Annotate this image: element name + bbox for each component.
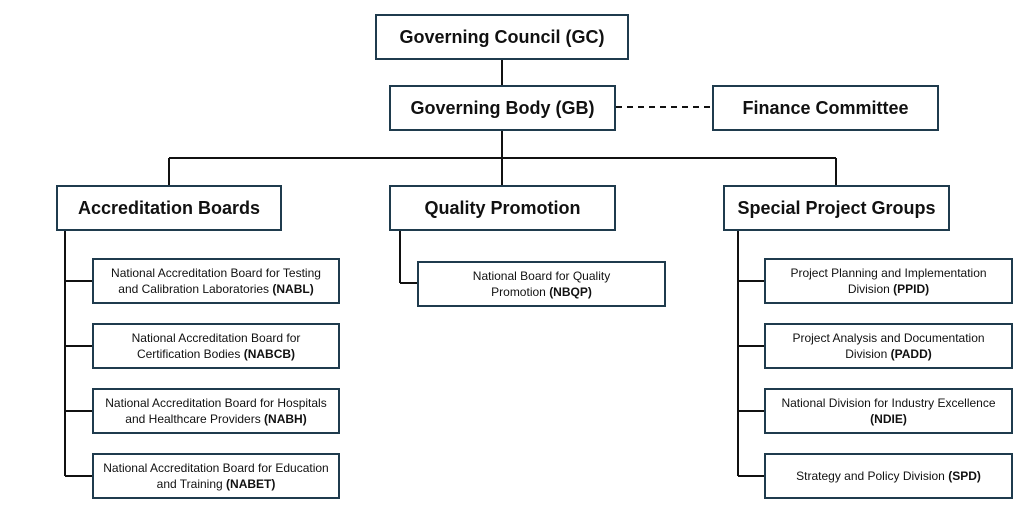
item-text: National Board for Quality Promotion <box>472 269 611 299</box>
item-abbr: (SPD) <box>948 469 981 483</box>
item-abbr: (NABL) <box>272 282 314 296</box>
item-abbr: (PADD) <box>890 347 932 361</box>
governing-council-label: Governing Council (GC) <box>399 26 605 47</box>
item-text: National Accreditation Board for Certifi… <box>131 331 301 361</box>
item-abbr: (NDIE) <box>870 412 907 426</box>
accreditation-boards-label: Accreditation Boards <box>77 197 261 218</box>
item-text: Project Planning and Implementation Divi… <box>790 266 987 296</box>
accreditation-item-nabl: National Accreditation Board for Testing… <box>92 258 340 304</box>
item-text: National Division for Industry Excellenc… <box>781 396 996 410</box>
special-item-spd: Strategy and Policy Division (SPD) <box>764 453 1013 499</box>
finance-committee-label: Finance Committee <box>742 97 909 118</box>
accreditation-item-nabet: National Accreditation Board for Educati… <box>92 453 340 499</box>
special-item-ppid: Project Planning and Implementation Divi… <box>764 258 1013 304</box>
governing-council-box: Governing Council (GC) <box>375 14 629 60</box>
item-text: Project Analysis and Documentation Divis… <box>792 331 985 361</box>
special-item-padd: Project Analysis and Documentation Divis… <box>764 323 1013 369</box>
item-abbr: (NBQP) <box>549 285 592 299</box>
accreditation-boards-box: Accreditation Boards <box>56 185 282 231</box>
item-text: Strategy and Policy Division <box>796 469 945 483</box>
item-abbr: (NABCB) <box>243 347 296 361</box>
quality-promotion-label: Quality Promotion <box>424 197 581 218</box>
item-text: National Accreditation Board for Hospita… <box>105 396 327 426</box>
item-abbr: (PPID) <box>893 282 930 296</box>
governing-body-label: Governing Body (GB) <box>410 97 595 118</box>
special-project-groups-label: Special Project Groups <box>737 197 936 218</box>
finance-committee-box: Finance Committee <box>712 85 939 131</box>
quality-item-nbqp: National Board for Quality Promotion (NB… <box>417 261 666 307</box>
quality-promotion-box: Quality Promotion <box>389 185 616 231</box>
item-text: National Accreditation Board for Educati… <box>103 461 329 491</box>
accreditation-item-nabcb: National Accreditation Board for Certifi… <box>92 323 340 369</box>
item-abbr: (NABET) <box>226 477 276 491</box>
governing-body-box: Governing Body (GB) <box>389 85 616 131</box>
item-text: National Accreditation Board for Testing… <box>111 266 321 296</box>
item-abbr: (NABH) <box>264 412 307 426</box>
special-project-groups-box: Special Project Groups <box>723 185 950 231</box>
accreditation-item-nabh: National Accreditation Board for Hospita… <box>92 388 340 434</box>
special-item-ndie: National Division for Industry Excellenc… <box>764 388 1013 434</box>
